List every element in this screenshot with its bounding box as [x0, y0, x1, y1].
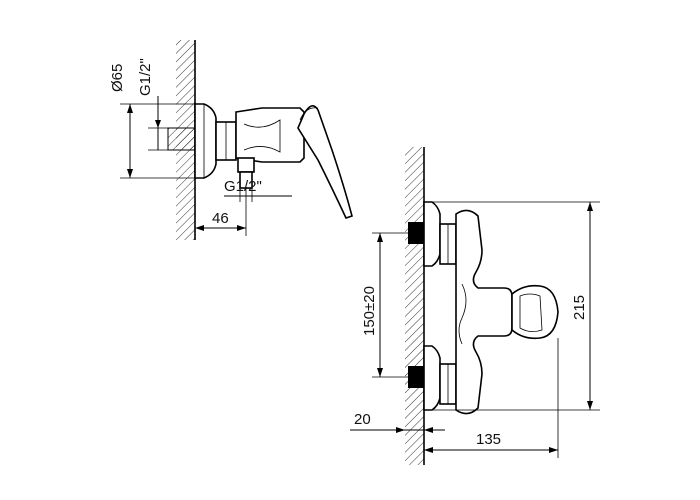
front-upper-thread: [408, 222, 424, 244]
projection-label: 135: [476, 431, 501, 448]
dim-dia-arrow-top: [127, 104, 133, 113]
front-handle: [511, 284, 559, 340]
side-body: [235, 107, 305, 163]
depth-label: 46: [212, 210, 229, 227]
front-wall-hatch: [405, 147, 424, 465]
side-lever-cap: [299, 107, 319, 121]
side-view: Ø65 G1/2" G1/2" 46: [109, 40, 353, 240]
front-lower-thread: [408, 366, 424, 388]
dim-depth-arrow-right: [237, 225, 246, 231]
dim-eccentric-arrow-left: [396, 427, 405, 433]
front-handle-detail: [519, 293, 543, 332]
dim-dia-arrow-bottom: [127, 169, 133, 178]
thread-bottom-label: G1/2": [224, 178, 262, 195]
dim-center-arrow-top: [377, 233, 383, 242]
front-body-inner: [458, 283, 467, 345]
side-body-curve: [243, 119, 281, 153]
side-wall-thread: [167, 127, 196, 151]
front-lower-escutcheon: [423, 345, 441, 411]
dim-height-arrow-bottom: [587, 401, 593, 410]
side-escutcheon: [194, 103, 217, 179]
side-lever: [297, 105, 353, 219]
side-outlet: [237, 157, 255, 173]
center-distance-label: 150±20: [361, 286, 378, 336]
front-upper-escutcheon: [423, 201, 441, 267]
dim-depth-arrow-left: [195, 225, 204, 231]
dim-height-arrow-top: [587, 202, 593, 211]
dim-thread-arrow: [155, 120, 161, 128]
dim-center-arrow-bottom: [377, 368, 383, 377]
front-view: 150±20 215 20 135: [350, 147, 600, 465]
height-label: 215: [571, 295, 588, 320]
eccentric-label: 20: [354, 411, 371, 428]
dia-label: Ø65: [109, 64, 126, 92]
dim-projection-arrow-right: [549, 447, 558, 453]
dim-projection-arrow-left: [424, 447, 433, 453]
dim-eccentric-arrow-right: [424, 427, 433, 433]
thread-top-label: G1/2": [137, 58, 154, 96]
